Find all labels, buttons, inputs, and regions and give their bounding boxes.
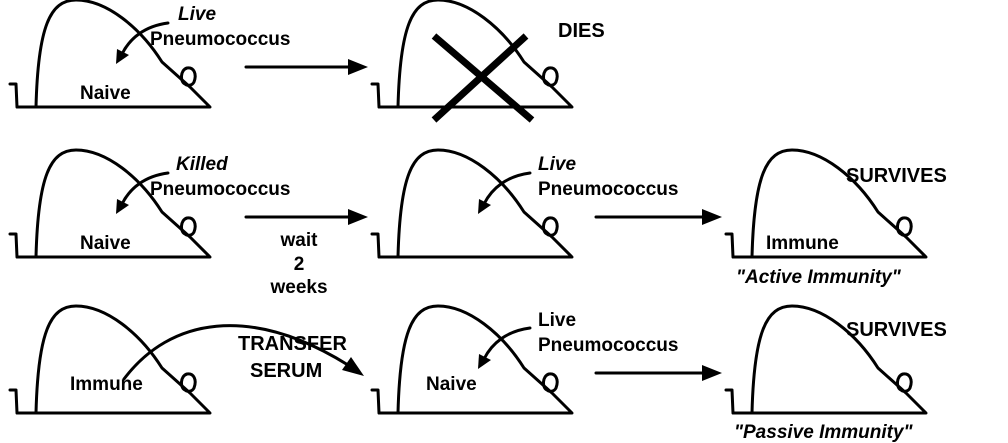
injection-label-row2: Killed Pneumococcus [150, 154, 290, 200]
outcome-dies: DIES [558, 20, 605, 42]
arrow-challenge-row3 [596, 365, 722, 381]
challenge-label-row2: Live Pneumococcus [538, 154, 678, 200]
challenge-agent: Pneumococcus [538, 335, 678, 356]
row-2: Naive Killed Pneumococcus wait 2 weeks L… [10, 150, 947, 298]
mouse-label: Naive [426, 374, 477, 395]
row-3: Immune TRANSFER SERUM Naive Live Pneumoc… [10, 306, 947, 443]
mouse-label: Naive [80, 233, 131, 254]
mouse-label: Naive [80, 83, 131, 104]
caption-active-immunity: "Active Immunity" [736, 267, 902, 288]
row-1: Naive Live Pneumococcus DIES [10, 0, 605, 120]
wait-number: 2 [294, 254, 305, 275]
injection-agent: Pneumococcus [150, 29, 290, 50]
challenge-label-row3: Live Pneumococcus [538, 310, 678, 356]
wait-label: wait 2 weeks [269, 230, 327, 298]
caption-passive-immunity: "Passive Immunity" [734, 422, 914, 443]
outcome-survives: SURVIVES [846, 165, 947, 187]
arrow-row1 [246, 59, 368, 75]
mouse-label: Immune [766, 233, 839, 254]
arrow-challenge-row2 [596, 209, 722, 225]
challenge-qualifier: Live [538, 310, 576, 331]
mouse-donor-row3: Immune [10, 306, 210, 413]
challenge-agent: Pneumococcus [538, 179, 678, 200]
mouse-dead-row1 [372, 0, 572, 120]
wait-unit: weeks [269, 277, 327, 298]
wait-word: wait [280, 230, 319, 251]
serum-word: SERUM [250, 360, 322, 382]
arrow-wait [246, 209, 368, 225]
injection-agent: Pneumococcus [150, 179, 290, 200]
injection-qualifier: Killed [176, 154, 228, 175]
transfer-word: TRANSFER [238, 333, 347, 355]
transfer-label: TRANSFER SERUM [238, 333, 347, 382]
injection-qualifier: Live [178, 4, 216, 25]
challenge-qualifier: Live [538, 154, 576, 175]
mouse-label: Immune [70, 374, 143, 395]
injection-label-row1: Live Pneumococcus [150, 4, 290, 50]
outcome-survives: SURVIVES [846, 319, 947, 341]
